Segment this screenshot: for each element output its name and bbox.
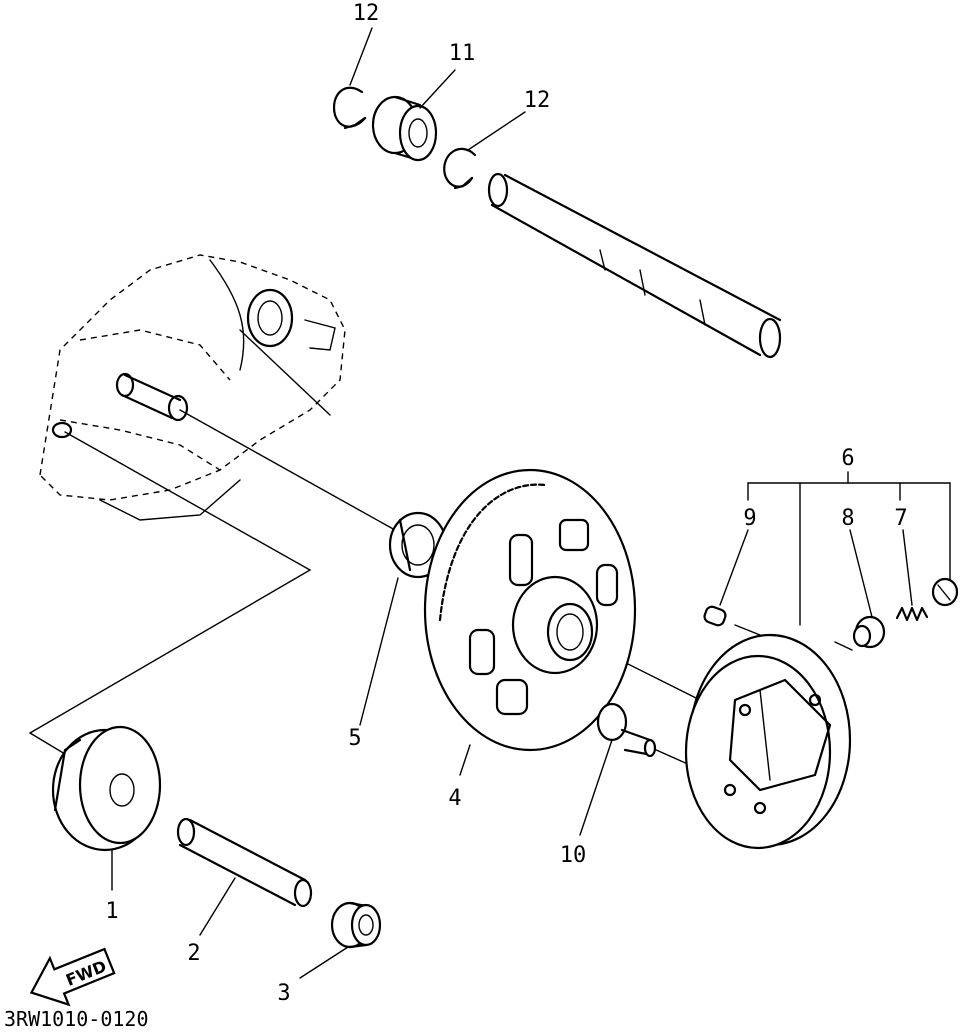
callout-12-right: 12 — [524, 88, 551, 113]
circlip-right — [443, 147, 477, 190]
cap-6-part — [931, 577, 959, 607]
roller-9 — [703, 605, 727, 627]
callout-7: 7 — [894, 506, 907, 531]
callout-10: 10 — [560, 843, 587, 868]
fwd-arrow-icon: FWD — [29, 947, 116, 1007]
callout-3: 3 — [277, 981, 290, 1006]
drawing-code: 3RW1010-0120 — [4, 1007, 149, 1031]
idler-shaft-2 — [176, 817, 313, 908]
collar-3 — [330, 901, 382, 949]
spring-7 — [895, 606, 929, 622]
callout-labels: 12 11 12 6 9 8 7 5 4 10 1 2 3 — [105, 1, 907, 1006]
callout-1: 1 — [105, 899, 118, 924]
callout-12-top: 12 — [353, 1, 380, 26]
bolt-10 — [596, 702, 657, 758]
callout-4: 4 — [448, 786, 461, 811]
circlip-left — [332, 86, 367, 130]
callout-2: 2 — [187, 941, 200, 966]
callout-6: 6 — [841, 446, 854, 471]
crankcase-outline — [39, 254, 346, 521]
leader-lines — [111, 27, 951, 979]
idler-gear-1 — [51, 725, 162, 852]
bearing-11 — [371, 95, 438, 162]
starter-wheel-gear-4 — [423, 468, 637, 752]
callout-11: 11 — [449, 41, 476, 66]
plunger-8 — [852, 615, 886, 649]
callout-8: 8 — [841, 506, 854, 531]
shaft — [487, 172, 782, 359]
callout-9: 9 — [743, 506, 756, 531]
callout-5: 5 — [348, 726, 361, 751]
starter-clutch-6 — [684, 633, 852, 850]
